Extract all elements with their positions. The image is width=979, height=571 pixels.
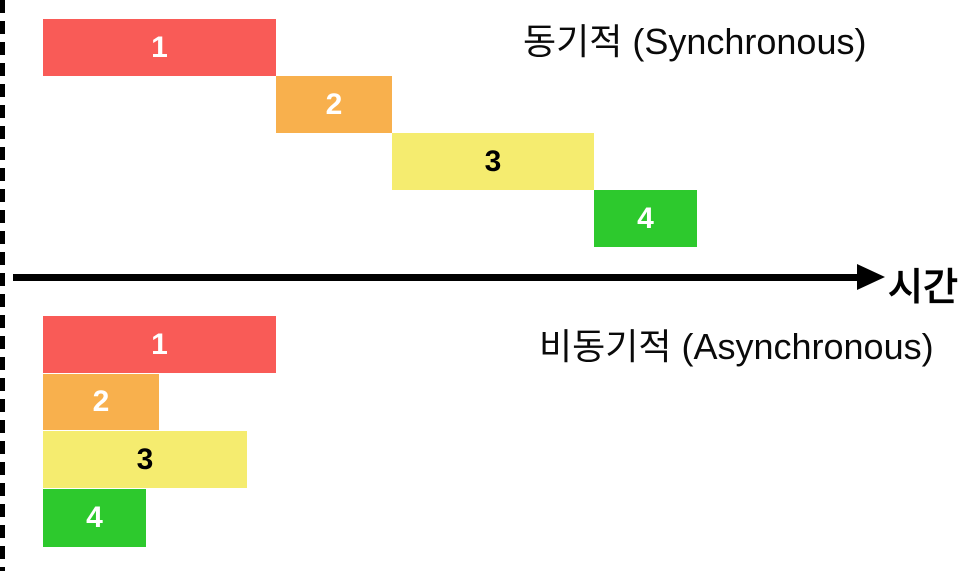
asynchronous-section-title: 비동기적 (Asynchronous) xyxy=(539,326,934,367)
async-task-bar-2: 2 xyxy=(43,374,159,430)
time-axis-line xyxy=(13,274,861,281)
time-axis-label: 시간 xyxy=(888,267,958,309)
async-task-bar-4: 4 xyxy=(43,489,146,547)
time-axis-arrowhead-icon xyxy=(857,264,885,290)
timeline-origin-dashed-line xyxy=(0,0,5,571)
synchronous-section-title: 동기적 (Synchronous) xyxy=(523,21,867,62)
sync-task-bar-3: 3 xyxy=(392,133,594,190)
sync-task-bar-1: 1 xyxy=(43,19,276,76)
async-task-bar-1: 1 xyxy=(43,316,276,373)
async-task-bar-3: 3 xyxy=(43,431,247,488)
sync-task-bar-4: 4 xyxy=(594,190,697,247)
sync-task-bar-2: 2 xyxy=(276,76,392,133)
